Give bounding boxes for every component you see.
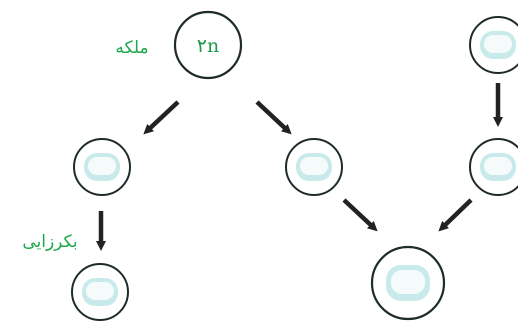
arrow-sperm-to-zygote (438, 198, 473, 232)
queen-label: ملکه (115, 38, 148, 58)
sperm-cell (469, 138, 518, 196)
arrow-middle-egg-to-zygote (342, 198, 378, 232)
queen-cell: ۲n (173, 10, 243, 80)
egg-cell-bottom-left (71, 263, 129, 321)
egg-cell-middle (285, 138, 343, 196)
arrow-queen-to-middle-egg (255, 100, 292, 135)
queen-ploidy-label: ۲n (197, 35, 219, 57)
sperm-source-cell (469, 16, 518, 74)
parthenogenesis-label: بکرزایی (22, 232, 77, 252)
zygote-cell (370, 245, 446, 321)
egg-cell-left (73, 138, 131, 196)
arrow-queen-to-left-egg (143, 100, 180, 135)
